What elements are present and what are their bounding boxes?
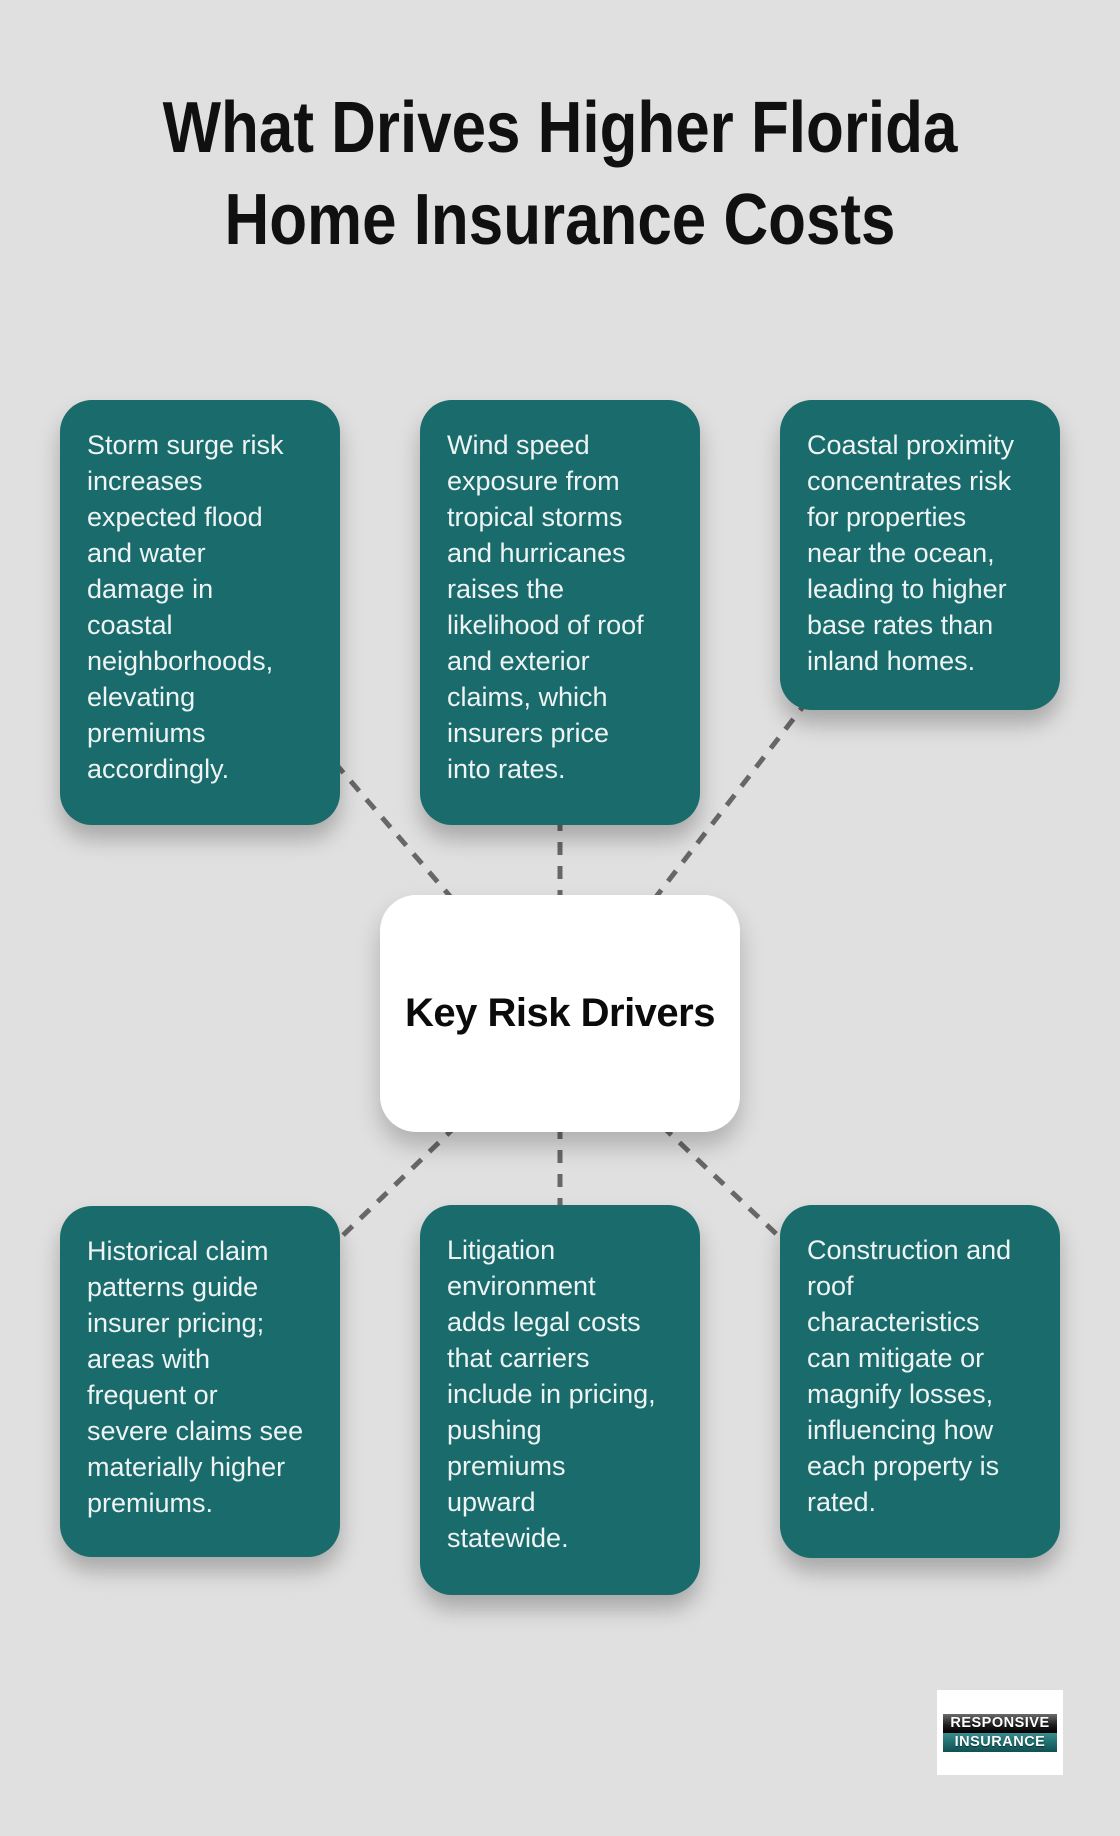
risk-card-historical-claims: Historical claim patterns guide insurer … bbox=[60, 1206, 340, 1557]
page-title: What Drives Higher Florida Home Insuranc… bbox=[162, 88, 958, 260]
connector-line-coastal-proximity bbox=[650, 698, 810, 904]
connector-line-storm-surge bbox=[333, 761, 457, 904]
risk-card-coastal-proximity: Coastal proximity concentrates risk for … bbox=[780, 400, 1060, 710]
connector-line-historical-claims bbox=[334, 1124, 458, 1244]
brand-logo-badge: RESPONSIVE INSURANCE bbox=[943, 1713, 1057, 1752]
center-node: Key Risk Drivers bbox=[380, 895, 740, 1132]
connector-line-construction-roof bbox=[660, 1124, 790, 1247]
brand-logo: RESPONSIVE INSURANCE bbox=[937, 1690, 1063, 1775]
risk-card-construction-roof: Construction and roof characteristics ca… bbox=[780, 1205, 1060, 1558]
brand-logo-line1: RESPONSIVE bbox=[943, 1713, 1057, 1733]
brand-logo-line2: INSURANCE bbox=[943, 1732, 1057, 1752]
risk-card-storm-surge: Storm surge risk increases expected floo… bbox=[60, 400, 340, 825]
center-node-label: Key Risk Drivers bbox=[405, 991, 715, 1035]
risk-card-wind-speed: Wind speed exposure from tropical storms… bbox=[420, 400, 700, 825]
risk-card-litigation: Litigation environment adds legal costs … bbox=[420, 1205, 700, 1595]
